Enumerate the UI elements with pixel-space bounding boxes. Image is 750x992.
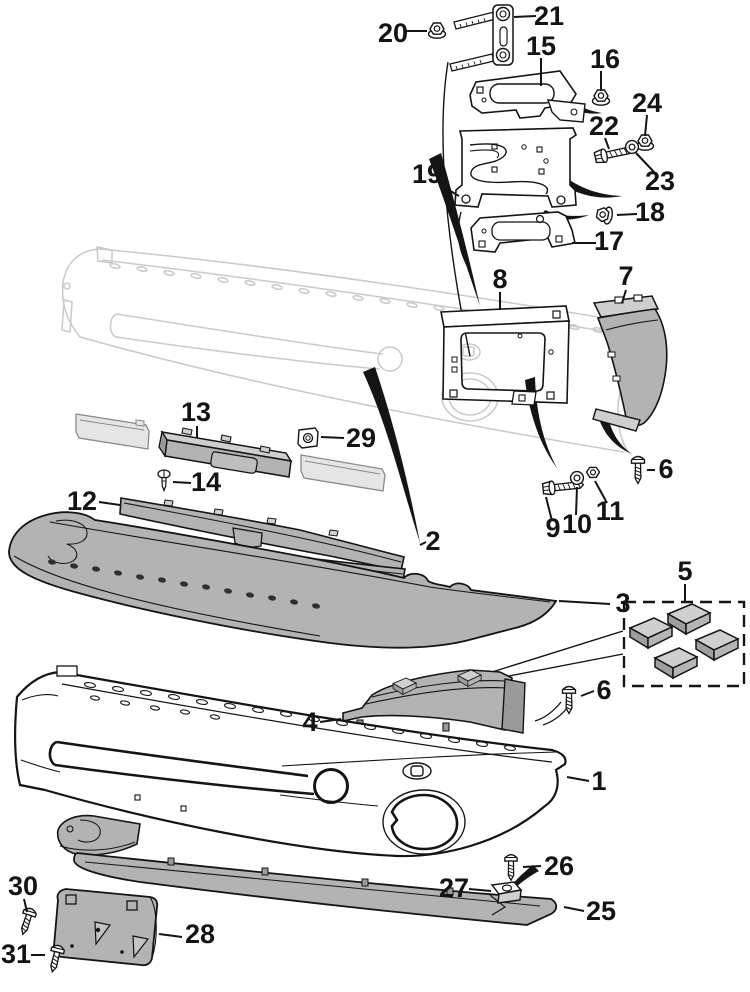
part-1-bumper-fascia: [13, 665, 567, 858]
callout-7: 7: [618, 261, 633, 291]
part-5-pad-kit: [622, 600, 746, 688]
part-20-flange-nut: [427, 22, 447, 39]
callout-23: 23: [645, 166, 675, 196]
part-11-nut: [585, 466, 601, 479]
callout-2: 2: [425, 526, 440, 556]
callout-4: 4: [302, 707, 317, 737]
part-23-washer: [624, 139, 640, 155]
part-24-flange-nut: [635, 134, 655, 151]
callout-26: 26: [544, 851, 574, 881]
bumper-fog-lamp-opening: [382, 789, 466, 855]
part-12-upper-molding: [119, 497, 405, 572]
callout-17: 17: [594, 226, 624, 256]
ghost-upper-fascia: [61, 246, 648, 453]
callout-14: 14: [191, 467, 221, 497]
callout-18: 18: [635, 197, 665, 227]
callout-11: 11: [596, 496, 625, 526]
callout-16: 16: [590, 44, 620, 74]
part-6-screw-upper: [630, 455, 646, 485]
left-air-deflector-insert: [75, 413, 150, 450]
part-21-stud-plate: [449, 4, 514, 72]
part-6-screw-lower: [561, 685, 577, 715]
callout-12: 12: [67, 486, 97, 516]
callout-leaders: [23, 15, 686, 956]
callout-25: 25: [586, 896, 616, 926]
part-10-washer: [569, 470, 585, 486]
callout-8: 8: [492, 264, 507, 294]
callout-30: 30: [8, 871, 38, 901]
callout-22: 22: [589, 111, 619, 141]
part-19-mounting-bracket: [454, 127, 577, 208]
part-8-frame-bracket: [440, 305, 570, 406]
callout-13: 13: [181, 397, 211, 427]
callout-28: 28: [185, 919, 215, 949]
part-27-j-nut-clip: [490, 881, 523, 904]
part-29-clip-nut: [297, 427, 319, 449]
callout-3: 3: [615, 588, 630, 618]
callout-9: 9: [545, 513, 560, 543]
bumper-tow-hook-opening: [402, 762, 432, 780]
callout-19: 19: [412, 159, 442, 189]
callout-labels: 20 21 15 16 24 22 23 19 18 17 8 7 6 9 10…: [1, 1, 693, 969]
part-17-lower-bracket: [470, 211, 576, 253]
callout-6-lower: 6: [596, 675, 611, 705]
callout-1: 1: [591, 766, 606, 796]
callout-31: 31: [1, 939, 31, 969]
air-dam-tabs: [167, 857, 454, 896]
part-4-support-bracket: [342, 669, 526, 734]
part-7-end-cap: [592, 294, 668, 432]
part-25-air-dam: [56, 814, 558, 926]
callout-20: 20: [378, 18, 408, 48]
callout-5: 5: [677, 556, 692, 586]
part-15-upper-bracket: [469, 70, 586, 123]
part-26-screw: [504, 854, 518, 881]
ghost-grille-slot: [109, 313, 403, 372]
bumper-grille-slot: [48, 740, 349, 804]
callout-27: 27: [439, 873, 469, 903]
part-3-valance-panel: [8, 511, 558, 649]
pad-kit-dashed-box: [622, 600, 746, 688]
callout-10: 10: [562, 509, 592, 539]
part-28-license-bracket: [52, 888, 159, 967]
part-16-flange-nut: [591, 89, 611, 106]
callout-15: 15: [526, 31, 556, 61]
valance-hole-row: [48, 559, 320, 609]
part-31-screw: [45, 943, 66, 975]
part-14-push-rivet: [157, 469, 171, 492]
part-18-flange-nut: [594, 204, 615, 226]
callout-24: 24: [632, 88, 662, 118]
bumper-flange-slots: [84, 681, 516, 752]
right-air-deflector-insert: [300, 454, 386, 492]
callout-21: 21: [534, 1, 564, 31]
part-13-grille-support: [158, 427, 293, 478]
callout-6-upper: 6: [658, 454, 673, 484]
callout-29: 29: [346, 423, 376, 453]
